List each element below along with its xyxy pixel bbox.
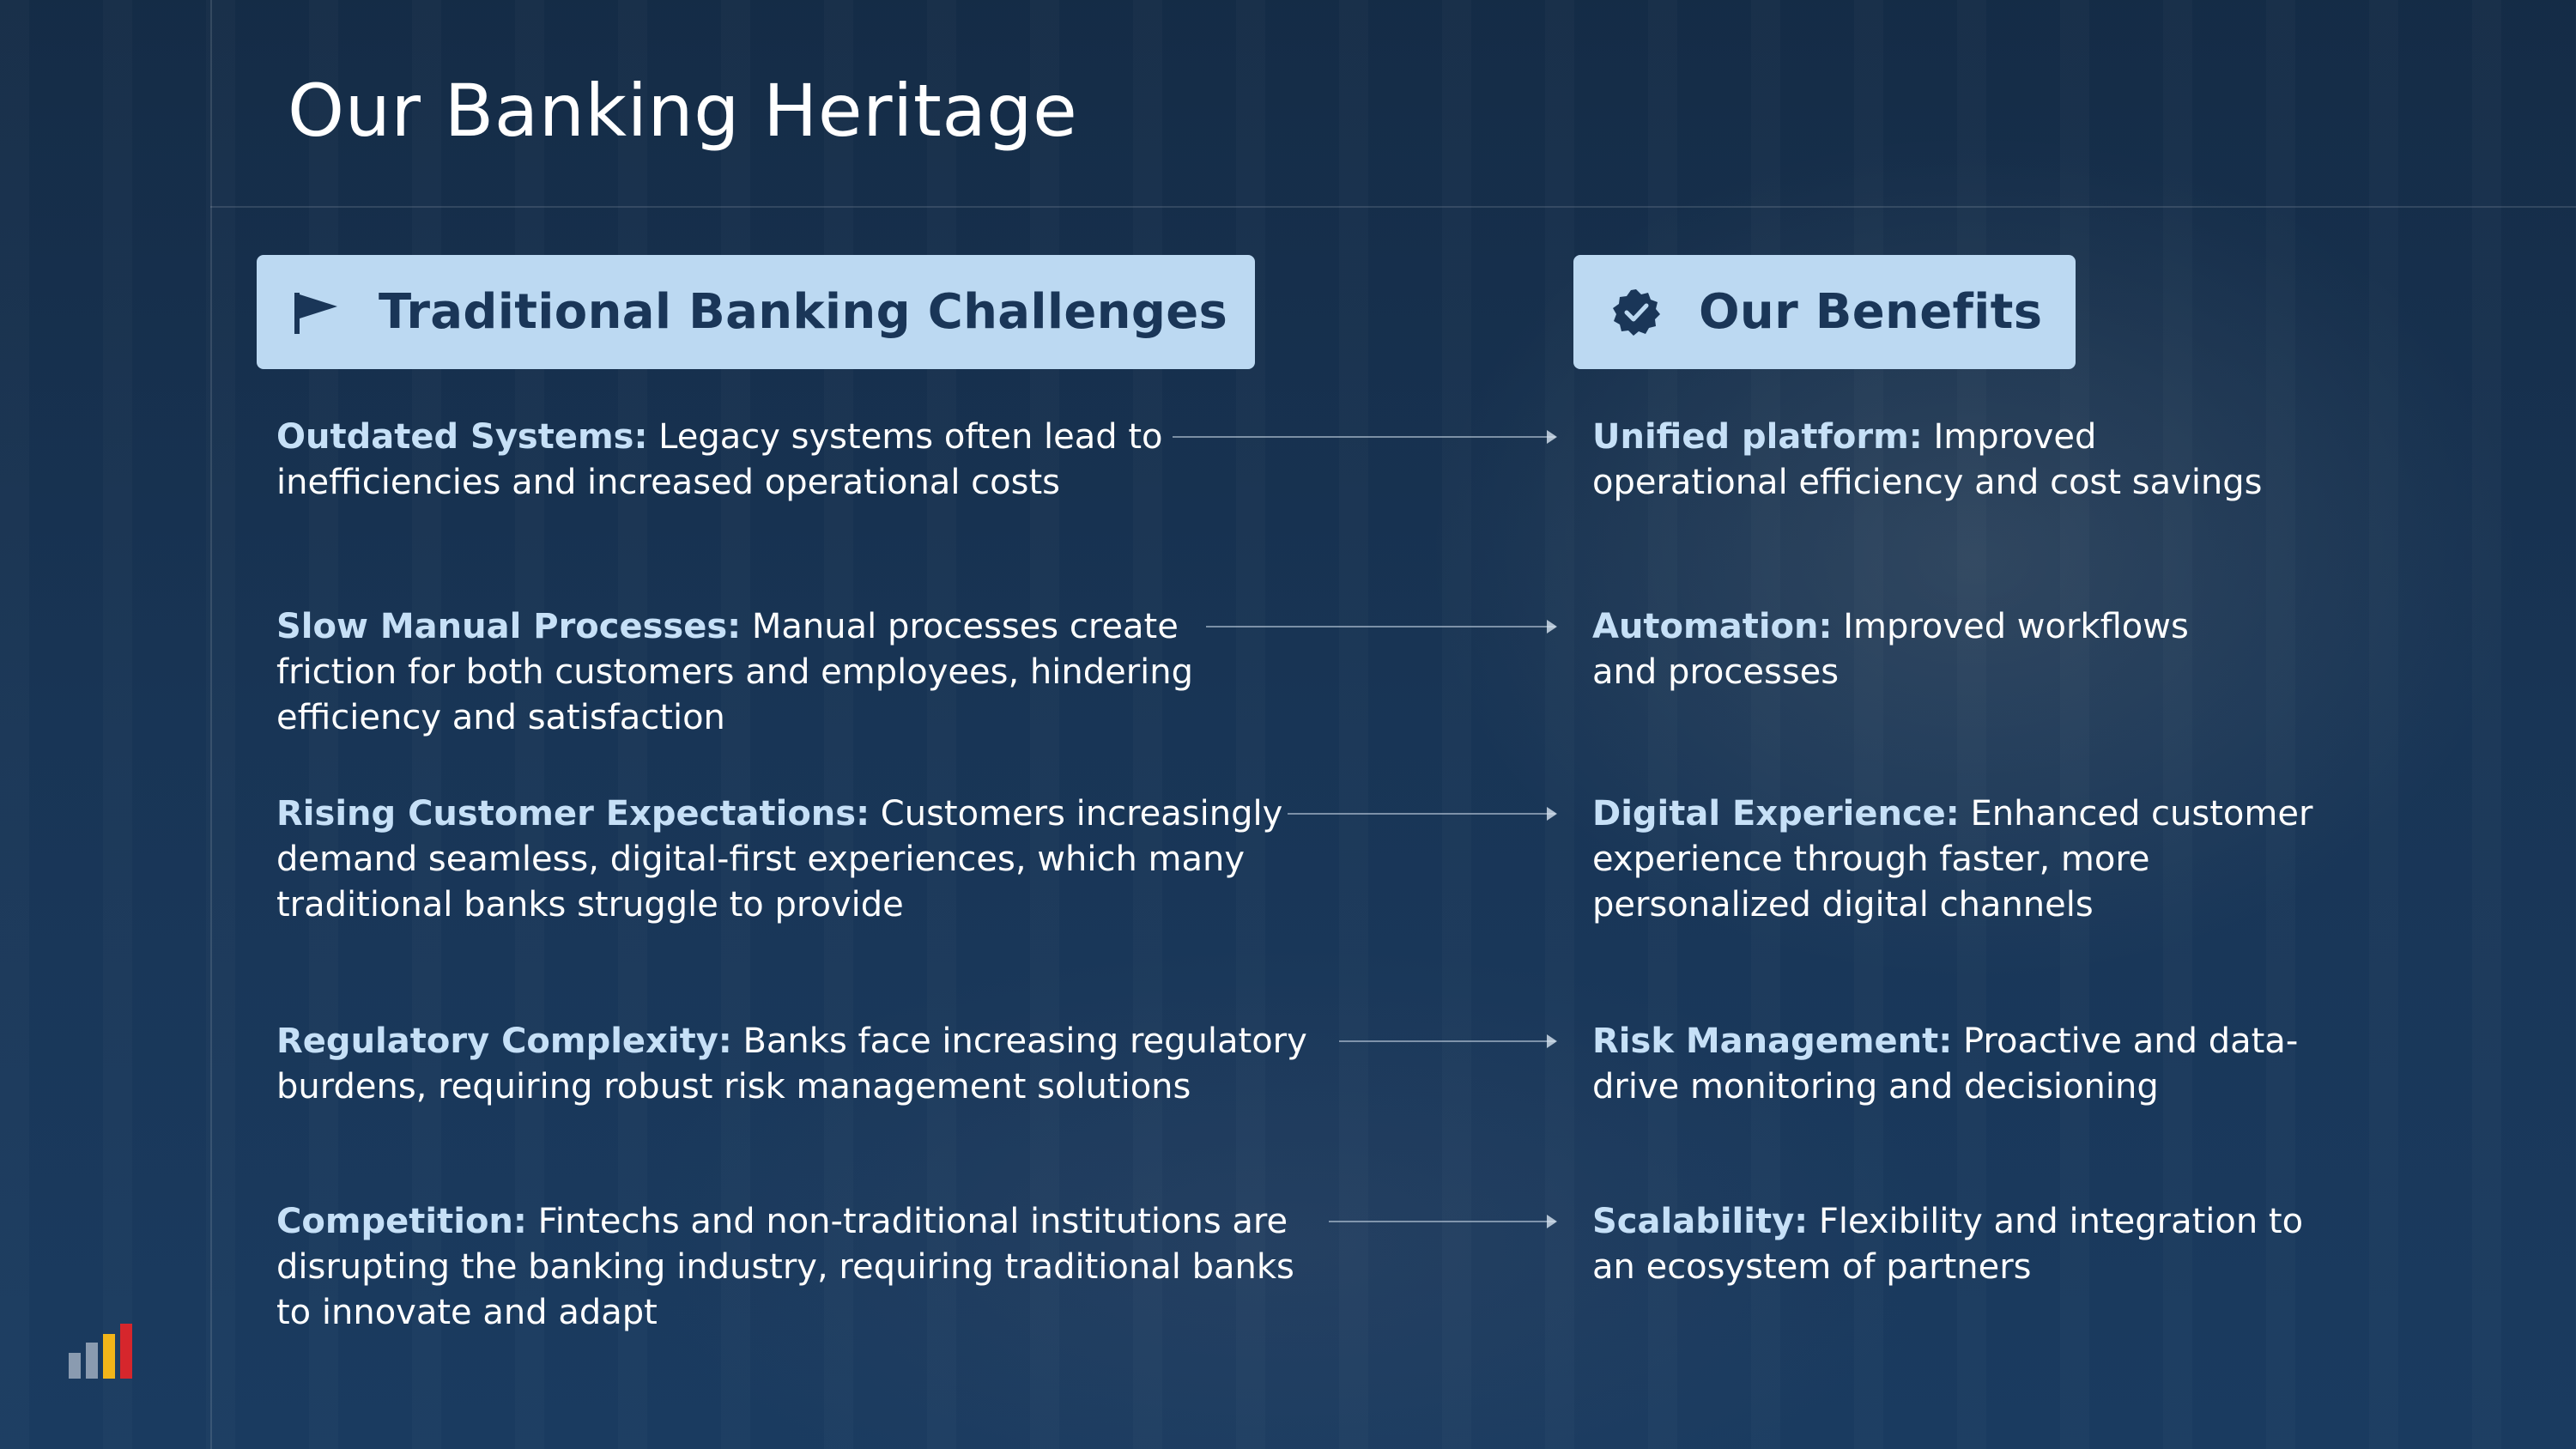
bar-logo-icon	[67, 1322, 144, 1380]
benefits-header: Our Benefits	[1573, 255, 2076, 369]
horizontal-divider	[210, 206, 2576, 208]
challenge-text: Regulatory Complexity: Banks face increa…	[276, 1022, 1307, 1106]
verified-badge-icon	[1611, 288, 1661, 337]
challenge-text: Rising Customer Expectations: Customers …	[276, 794, 1283, 925]
arrow-connector	[1288, 807, 1557, 821]
vertical-divider	[210, 0, 212, 1449]
benefits-header-label: Our Benefits	[1699, 284, 2043, 340]
arrow-connector	[1173, 430, 1557, 444]
challenge-text: Outdated Systems: Legacy systems often l…	[276, 417, 1163, 502]
slide-title: Our Banking Heritage	[288, 69, 1078, 153]
challenges-header: Traditional Banking Challenges	[257, 255, 1255, 369]
challenge-text: Competition: Fintechs and non-traditiona…	[276, 1202, 1294, 1332]
flag-icon	[291, 288, 341, 337]
benefit-text: Risk Management: Proactive and data-driv…	[1592, 1022, 2299, 1106]
arrow-connector	[1339, 1034, 1557, 1048]
arrow-connector	[1329, 1215, 1557, 1228]
challenge-text: Slow Manual Processes: Manual processes …	[276, 607, 1194, 737]
benefit-text: Scalability: Flexibility and integration…	[1592, 1202, 2304, 1287]
challenges-header-label: Traditional Banking Challenges	[379, 284, 1228, 340]
arrow-connector	[1206, 620, 1557, 634]
